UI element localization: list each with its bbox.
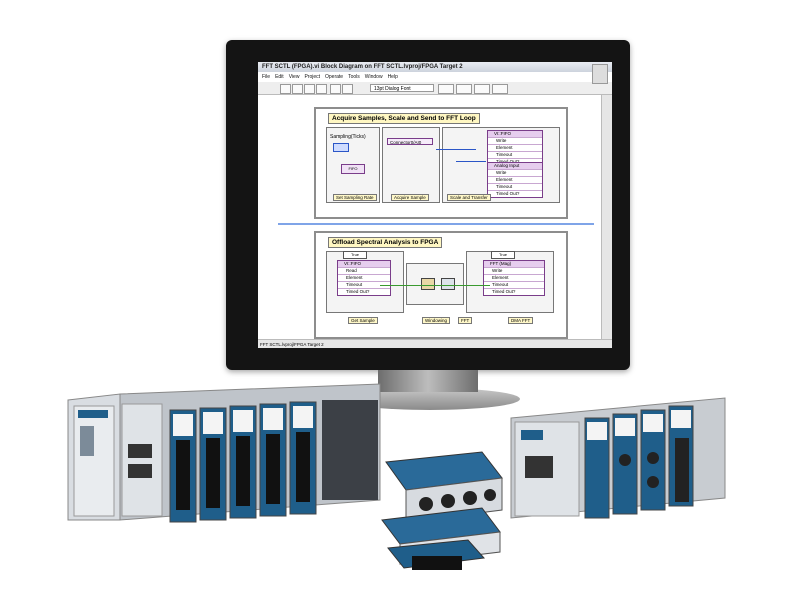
frame-label-acquire: Acquire Sample [391, 194, 429, 201]
fft-write-node: FFT (Mag) Write Element Timeout Timed Ou… [483, 260, 545, 296]
menu-project[interactable]: Project [304, 74, 320, 80]
monitor-stand-neck [378, 370, 478, 392]
toolbar: 13pt Dialog Font [258, 64, 612, 95]
frame-dma-fft: True FFT (Mag) Write Element Timeout Tim… [466, 251, 554, 313]
status-path: FFT SCTL.lvproj/FPGA Target 2 [258, 339, 612, 348]
highlight-icon[interactable] [330, 84, 341, 94]
menu-help[interactable]: Help [387, 74, 398, 80]
font-selector[interactable]: 13pt Dialog Font [370, 84, 434, 92]
frame-label-get-sample: Get Sample [348, 317, 378, 324]
frame-label-fft: FFT [458, 317, 473, 324]
fifo-read-row: Element [338, 274, 390, 281]
align-icon[interactable] [438, 84, 454, 94]
menu-bar: File Edit View Project Operate Tools Win… [258, 73, 612, 81]
abort-icon[interactable] [304, 84, 315, 94]
analog-row: Timed Out? [488, 190, 542, 197]
vi-icon [592, 64, 608, 84]
frame-label-dma: DMA FFT [508, 317, 534, 324]
data-wire-green [380, 285, 490, 286]
data-wire [436, 149, 476, 150]
fft-row: Write [484, 267, 544, 274]
resize-icon[interactable] [474, 84, 490, 94]
window-title: FFT SCTL (FPGA).vi Block Diagram on FFT … [258, 62, 612, 72]
frame-scale-transfer: VI::FIFO Write Element Timeout Timed Out… [442, 127, 560, 203]
distribute-icon[interactable] [456, 84, 472, 94]
reorder-icon[interactable] [492, 84, 508, 94]
step-icon[interactable] [342, 84, 353, 94]
c-series-modules [381, 451, 503, 570]
frame-label-scale: Scale and Transfer [447, 194, 491, 201]
fft-node-name: FFT (Mag) [484, 261, 544, 267]
analog-row: Timeout [488, 183, 542, 190]
compactrio-chassis-left [67, 383, 381, 523]
spectral-loop: Offload Spectral Analysis to FPGA True V… [314, 231, 568, 339]
menu-edit[interactable]: Edit [275, 74, 284, 80]
analog-node-name: Analog Input [488, 163, 542, 169]
monitor-screen: FFT SCTL (FPGA).vi Block Diagram on FFT … [258, 62, 612, 348]
fifo-read-row: Timeout [338, 281, 390, 288]
menu-tools[interactable]: Tools [348, 74, 360, 80]
frame-get-sample: True VI::FIFO Read Element Timeout Timed… [326, 251, 404, 313]
fifo-row: Element [488, 144, 542, 151]
fifo-write-node: VI::FIFO Write Element Timeout Timed Out… [487, 130, 543, 166]
run-arrow-icon[interactable] [280, 84, 291, 94]
fifo-read-row: Timed Out? [338, 288, 390, 295]
fifo-row: Write [488, 137, 542, 144]
acquire-loop: Acquire Samples, Scale and Send to FFT L… [314, 107, 568, 219]
monitor-stand-base [340, 388, 520, 410]
fifo-row: Timeout [488, 151, 542, 158]
run-continuous-icon[interactable] [292, 84, 303, 94]
fifo-node-name: VI::FIFO [488, 131, 542, 137]
spectral-loop-title: Offload Spectral Analysis to FPGA [328, 237, 443, 248]
fifo-reference: FIFO [341, 164, 365, 174]
window-function-icon [421, 278, 435, 290]
frame-set-sampling: Sampling(Ticks) FIFO Set Sampling Rate [326, 127, 380, 203]
fifo-read-node: VI::FIFO Read Element Timeout Timed Out? [337, 260, 391, 296]
frame-label-windowing: Windowing [422, 317, 451, 324]
analog-input-node: Analog Input Write Element Timeout Timed… [487, 162, 543, 198]
menu-file[interactable]: File [262, 74, 271, 80]
menu-window[interactable]: Window [364, 74, 383, 80]
pause-icon[interactable] [316, 84, 327, 94]
vertical-scrollbar[interactable] [601, 95, 612, 339]
analog-row: Element [488, 176, 542, 183]
fft-row: Element [484, 274, 544, 281]
menu-operate[interactable]: Operate [325, 74, 344, 80]
frame-acquire-sample: Connector0/AI0 Acquire Sample [382, 127, 440, 203]
acquire-loop-title: Acquire Samples, Scale and Send to FFT L… [328, 113, 480, 124]
analog-row: Write [488, 169, 542, 176]
fifo-row: Timed Out? [488, 158, 542, 165]
compactrio-chassis-right [510, 397, 726, 519]
fft-function-icon [441, 278, 455, 290]
block-diagram-canvas[interactable]: Acquire Samples, Scale and Send to FFT L… [258, 95, 602, 339]
fifo-read-row: Read [338, 267, 390, 274]
sequence-wire [278, 223, 594, 225]
fft-row: Timed Out? [484, 288, 544, 295]
frame-windowing [406, 263, 464, 305]
case-selector-2[interactable]: True [491, 251, 515, 259]
sampling-control[interactable] [333, 143, 349, 152]
connector-node: Connector0/AI0 [387, 138, 433, 145]
frame-label-set-sampling: Set Sampling Rate [333, 194, 377, 201]
menu-view[interactable]: View [288, 74, 300, 80]
data-wire [456, 161, 486, 162]
case-selector-1[interactable]: True [343, 251, 367, 259]
sampling-label: Sampling(Ticks) [330, 134, 366, 140]
fft-row: Timeout [484, 281, 544, 288]
fifo-read-name: VI::FIFO [338, 261, 390, 267]
